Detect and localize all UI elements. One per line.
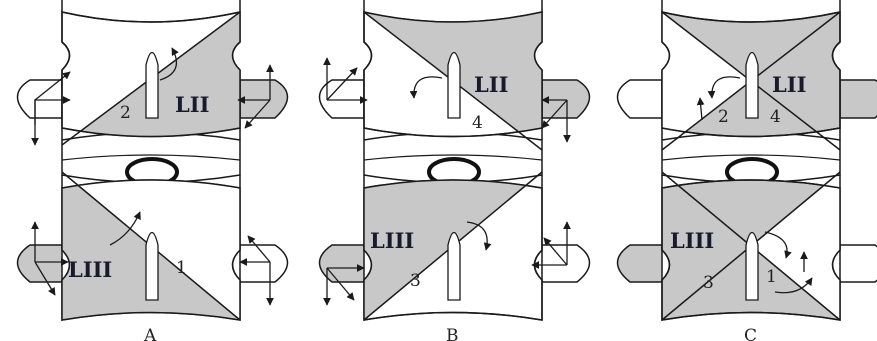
panel-c: LII 2 4 LIII 3 1 C (615, 0, 877, 341)
rotation-number: 3 (410, 271, 421, 291)
vertebra-label: LIII (670, 228, 714, 253)
spinous-process-upper (145, 51, 159, 119)
spinous-process-lower (745, 231, 759, 301)
vertebra-label: LIII (68, 257, 112, 282)
vertebra-label: LII (772, 72, 806, 97)
panel-letter: A (143, 326, 157, 341)
spinous-process-upper (447, 51, 461, 119)
panel-a: LII 2 LIII 1 A (15, 0, 290, 341)
rotation-number: 2 (718, 107, 729, 127)
panel-letter: C (744, 326, 757, 341)
spinous-process-upper (745, 51, 759, 119)
spinous-process-lower (447, 231, 461, 301)
panel-letter: B (446, 326, 459, 341)
rotation-number: 3 (703, 273, 714, 293)
vertebra-label: LII (175, 92, 209, 117)
vertebra-label: LII (474, 72, 508, 97)
rotation-number: 4 (472, 113, 483, 133)
spinous-process-lower (145, 231, 159, 301)
rotation-number: 1 (766, 267, 777, 287)
rotation-number: 1 (176, 258, 187, 278)
rotation-number: 2 (120, 103, 131, 123)
panel-b: LII 4 LIII 3 B (317, 0, 592, 341)
vertebra-label: LIII (370, 228, 414, 253)
rotation-number: 4 (770, 107, 781, 127)
